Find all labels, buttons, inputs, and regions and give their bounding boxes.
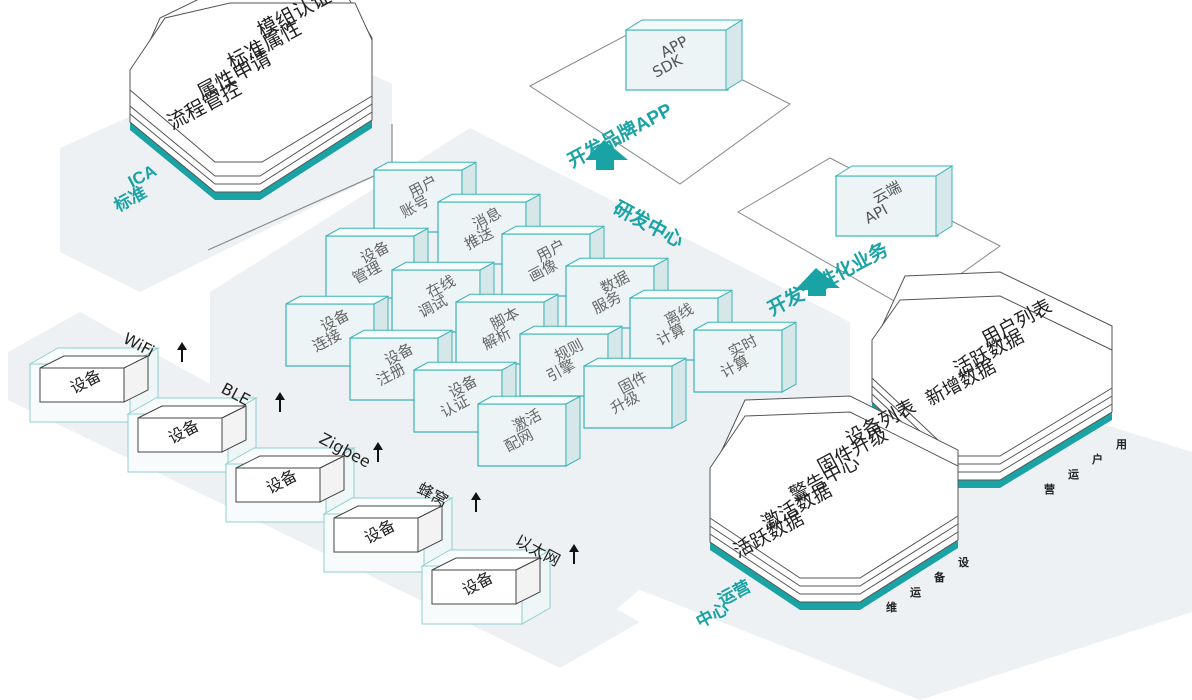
- device-ops-side-label: 维: [886, 600, 897, 614]
- user-ops-side-label: 户: [1092, 452, 1103, 466]
- app-panel: [529, 19, 791, 185]
- user-ops-side-label: 运: [1068, 468, 1079, 481]
- device-ops-side-label: 备: [933, 570, 946, 584]
- device-ops-stack: [709, 395, 959, 610]
- rnd-module-grid: 用户账号消息推送用户画像数据服务离线计算实时计算设备管理在线调试脚本解析规则引擎…: [285, 161, 797, 467]
- user-ops-stack: [871, 271, 1113, 488]
- arrow-up-icon: [795, 268, 840, 296]
- cloud-panel: [737, 157, 1001, 311]
- user-ops-side-label: 营: [1044, 482, 1055, 496]
- device-ops-side-label: 设: [958, 555, 970, 569]
- arrow-up-icon: [585, 140, 628, 170]
- rnd-module-cube: 固件升级: [583, 357, 687, 429]
- device-ops-side-label: 运: [910, 586, 921, 599]
- ica-stack: [129, 0, 373, 200]
- user-ops-side-label: 用: [1116, 438, 1127, 451]
